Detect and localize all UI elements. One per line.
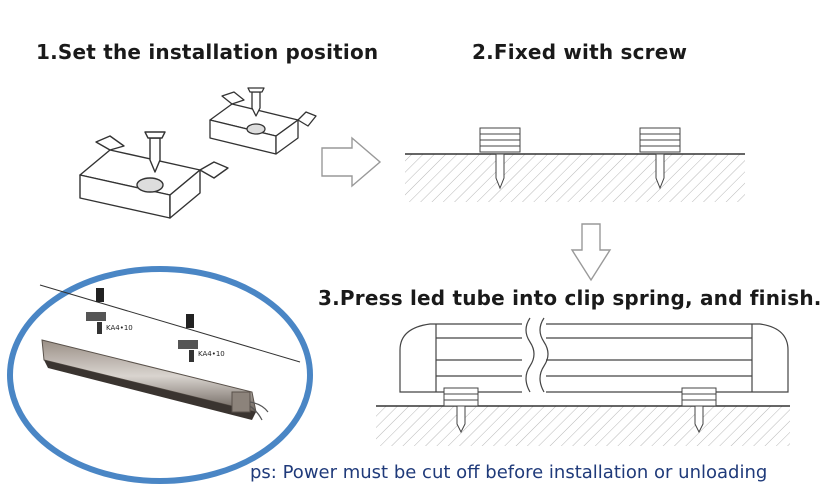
clip-step3-right	[681, 387, 717, 434]
surface-step2	[405, 153, 745, 202]
tube-illustration	[399, 317, 789, 398]
screw-clip-step2-right	[639, 127, 681, 190]
step-1-title: 1.Set the installation position	[36, 40, 379, 64]
clip-illustration-small	[209, 87, 317, 155]
photo-tube	[41, 339, 269, 421]
photo-clip-right: KA4•10	[178, 314, 225, 362]
photo-clip-left: KA4•10	[86, 288, 133, 334]
screw-clip-step2-left	[479, 127, 521, 190]
clip-illustration-large	[79, 131, 229, 219]
clip-label: KA4•10	[106, 324, 133, 332]
photo-inset: KA4•10 KA4•10	[7, 266, 313, 484]
surface-step3	[376, 405, 790, 446]
clip-step3-left	[443, 387, 479, 434]
arrow-down-icon	[570, 223, 612, 282]
illustration-canvas: KA4•10 KA4•10	[7, 87, 790, 484]
step-3-title: 3.Press led tube into clip spring, and f…	[318, 286, 822, 310]
arrow-right-icon	[321, 136, 382, 188]
installation-diagram: KA4•10 KA4•10 1.Set the installation pos…	[7, 40, 822, 484]
safety-note: ps: Power must be cut off before install…	[250, 462, 768, 483]
clip-label: KA4•10	[198, 350, 225, 358]
step-2-title: 2.Fixed with screw	[472, 40, 688, 64]
